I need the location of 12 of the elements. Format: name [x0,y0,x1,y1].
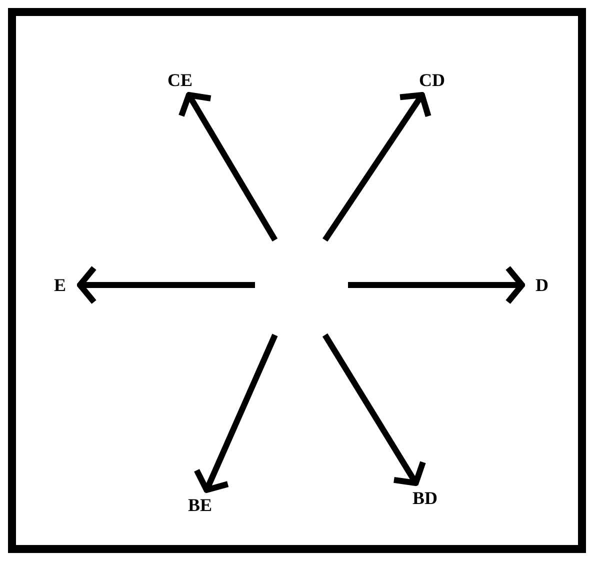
node-label: BD [405,483,445,513]
node-label: D [522,270,562,300]
arrow [178,92,278,242]
node-label: E [40,270,80,300]
node-label: CD [412,65,452,95]
node-label: BE [180,490,220,520]
arrow [348,265,525,305]
arrow [77,265,255,305]
node-label: CE [160,65,200,95]
arrow [194,334,278,493]
arrow [322,333,426,486]
arrow [322,92,432,242]
